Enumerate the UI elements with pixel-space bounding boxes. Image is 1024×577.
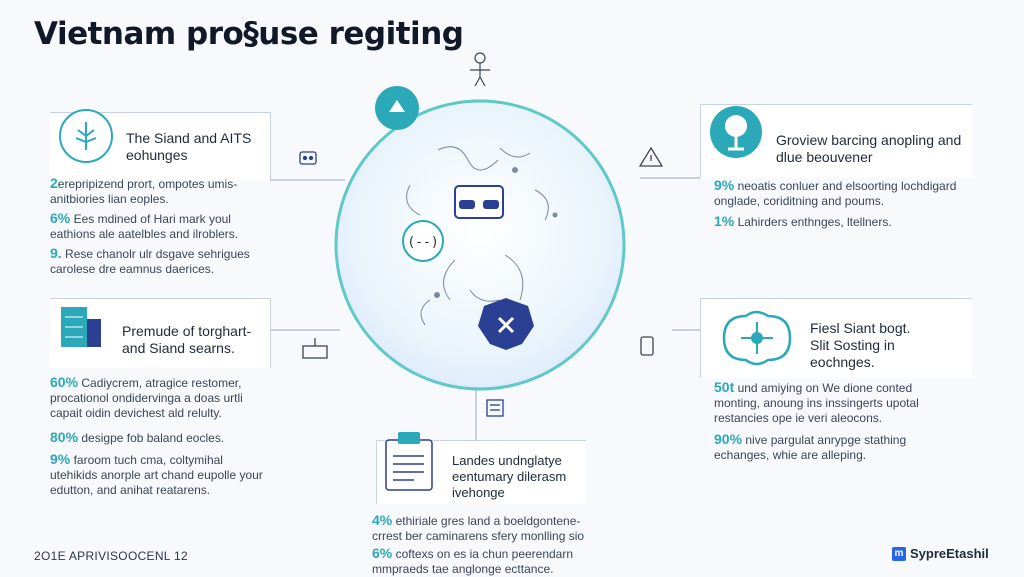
compass-badge-icon [714, 306, 800, 375]
page-title: Vietnam pro§use regiting [34, 16, 464, 52]
card-mid-left-title: Premude of torghart-and Siand searns. [122, 323, 252, 356]
globe-stand-icon [706, 104, 766, 167]
brand-logo[interactable]: m SypreEtashil [892, 546, 989, 561]
card-top-right-stat-1: 9% neoatis conluer and elsoorting lochdi… [714, 177, 957, 209]
card-top-left-stat-1: 2erepripizend prort, ompotes umis-anitbi… [50, 175, 238, 207]
card-top-right-stat-2: 1% Lahirders enthnges, ltellners. [714, 213, 892, 230]
building-icon [58, 305, 104, 354]
robot-icon [299, 151, 317, 165]
brand-mark-icon: m [892, 546, 906, 561]
hub-doodles [406, 146, 558, 326]
brand-name: SypreEtashil [910, 546, 989, 561]
footer-date: 2O1E APRIVISOOCENL 12 [34, 549, 188, 563]
shield-x-icon [478, 298, 534, 350]
code-brackets-icon: (--) [402, 220, 444, 262]
warning-icon [638, 146, 664, 167]
person-icon [470, 52, 490, 87]
leaf-icon [375, 86, 419, 130]
tree-icon [58, 108, 114, 169]
card-mid-left-stat-2: 80% desigpe fob baland eocles. [50, 429, 225, 446]
document-icon [384, 432, 434, 497]
desk-icon [302, 338, 328, 359]
phone-icon [640, 336, 654, 356]
card-mid-left-stat-1: 60% Cadiycrem, atragice restomer,procati… [50, 374, 243, 421]
goggles-icon [454, 185, 504, 219]
paper-icon [486, 399, 504, 417]
svg-text:(--): (--) [407, 235, 438, 250]
card-bottom-stat-1: 4% ethiriale gres land a boeldgontene-cr… [372, 512, 585, 544]
central-hub [334, 99, 626, 391]
